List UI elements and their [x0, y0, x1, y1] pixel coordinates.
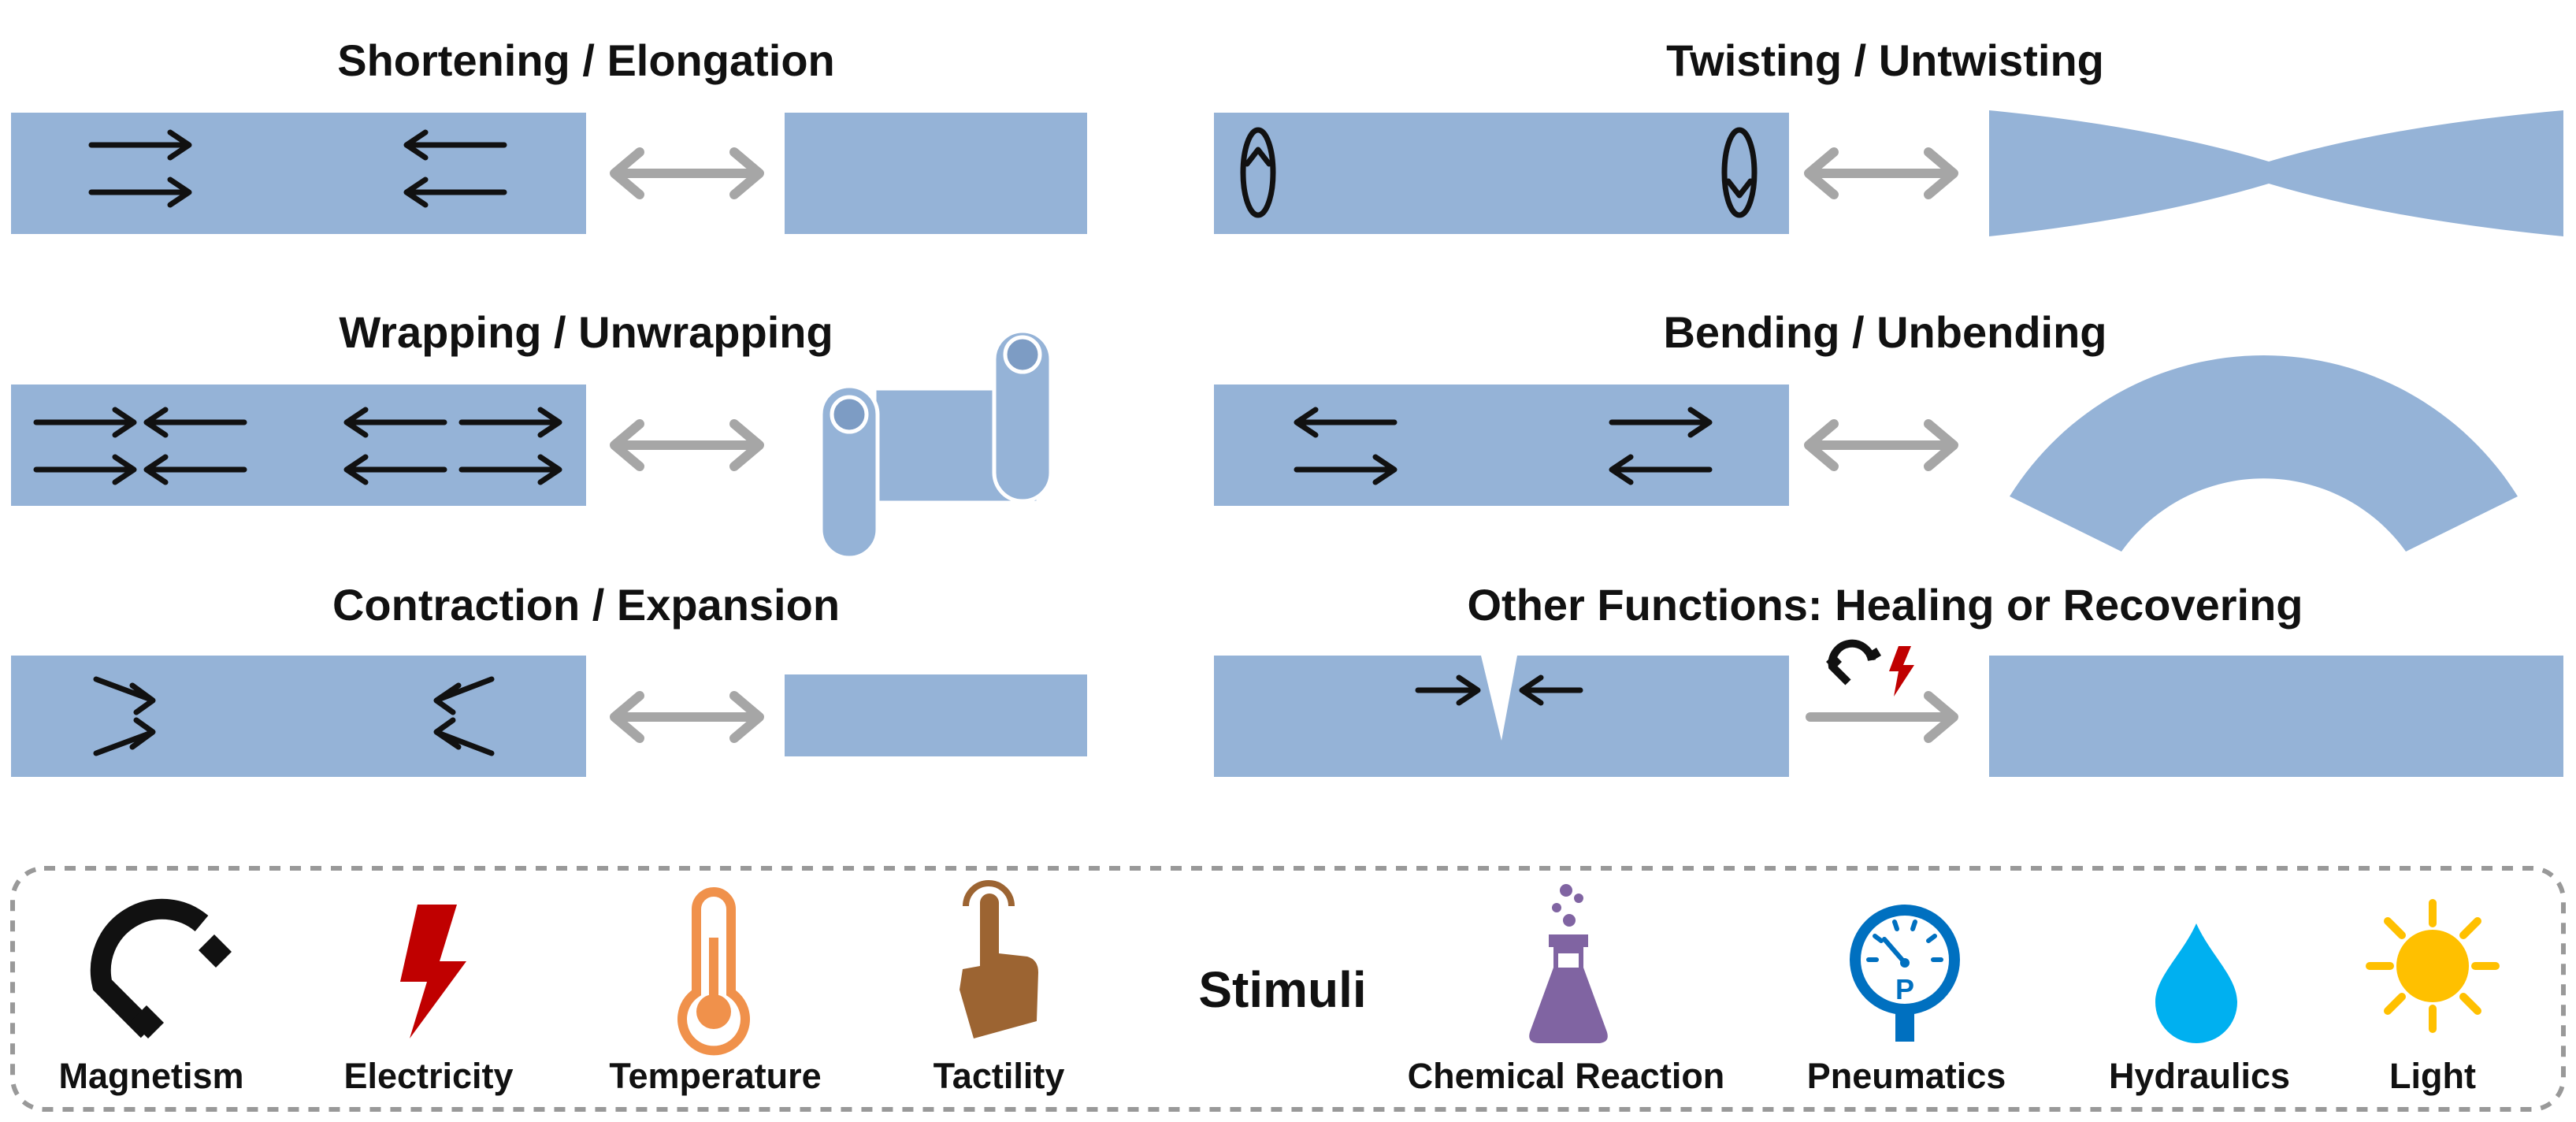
stimulus-hydraulics: Hydraulics	[2109, 923, 2290, 1096]
twisted-strip	[1989, 110, 2563, 236]
flask-icon	[1529, 884, 1608, 1043]
stimulus-label-pneumatics: Pneumatics	[1807, 1056, 2006, 1096]
strip-long	[11, 113, 586, 234]
force-arrows	[1294, 407, 1713, 485]
strip-expanded	[11, 656, 586, 777]
legend-border	[10, 866, 2566, 1112]
panel-title-twisting: Twisting / Untwisting	[1666, 35, 2104, 85]
svg-text:P: P	[1895, 973, 1914, 1005]
stimulus-tactility: Tactility	[934, 880, 1065, 1096]
stimulus-label-light: Light	[2389, 1056, 2476, 1096]
stimulus-light: Light	[2366, 899, 2500, 1096]
panel-title-other: Other Functions: Healing or Recovering	[1467, 580, 2303, 630]
force-arrows	[1415, 674, 1583, 706]
force-arrows	[33, 407, 562, 485]
panel-title-contraction: Contraction / Expansion	[332, 580, 840, 630]
magnet-icon	[1826, 639, 1881, 685]
lightning-icon	[1889, 646, 1914, 697]
stimulus-label-magnetism: Magnetism	[58, 1056, 243, 1096]
force-arrows	[93, 676, 495, 756]
panel-contraction: Contraction / Expansion	[11, 580, 1087, 777]
force-arrows	[88, 129, 507, 208]
right-arrow-icon	[1806, 691, 1958, 743]
panel-wrapping: Wrapping / Unwrapping	[11, 307, 1053, 560]
stimulus-label-chemical: Chemical Reaction	[1408, 1056, 1725, 1096]
touch-finger-icon	[960, 880, 1038, 1038]
stimulus-temperature: Temperature	[609, 887, 822, 1096]
stimulus-label-temperature: Temperature	[609, 1056, 821, 1096]
strip-healed	[1989, 656, 2563, 777]
rotation-arrows	[1240, 127, 1758, 218]
double-arrow-icon	[610, 147, 764, 199]
double-arrow-icon	[1804, 147, 1958, 199]
panel-other: Other Functions: Healing or Recovering	[1214, 580, 2563, 777]
strip-untwisted	[1214, 113, 1789, 234]
panel-title-shortening: Shortening / Elongation	[337, 35, 835, 85]
strip-straight	[1214, 385, 1789, 506]
magnet-icon	[90, 898, 232, 1038]
panel-twisting: Twisting / Untwisting	[1214, 35, 2563, 236]
strip-flat	[11, 385, 586, 506]
double-arrow-icon	[610, 691, 764, 743]
double-arrow-icon	[1804, 419, 1958, 471]
stimulus-label-hydraulics: Hydraulics	[2109, 1056, 2290, 1096]
panel-title-wrapping: Wrapping / Unwrapping	[339, 307, 833, 357]
sun-icon	[2366, 899, 2500, 1033]
stimulus-electricity: Electricity	[343, 905, 514, 1096]
pressure-gauge-icon: P	[1850, 905, 1960, 1042]
double-arrow-icon	[610, 419, 764, 471]
panel-title-bending: Bending / Unbending	[1663, 307, 2106, 357]
stimuli-legend: Stimuli Magnetism Electricity Temperatur…	[10, 866, 2566, 1112]
bent-strip	[2010, 355, 2518, 552]
strip-contracted	[785, 674, 1087, 756]
panel-bending: Bending / Unbending	[1214, 307, 2518, 552]
lightning-icon	[400, 905, 466, 1038]
stimulus-chemical: Chemical Reaction	[1408, 884, 1725, 1096]
strip-with-crack	[1214, 656, 1789, 777]
stimulus-label-electricity: Electricity	[343, 1056, 513, 1096]
scroll-icon	[818, 329, 1053, 560]
stimuli-heading: Stimuli	[1198, 961, 1366, 1018]
thermometer-icon	[677, 887, 750, 1056]
water-drop-icon	[2155, 923, 2237, 1043]
stimulus-label-tactility: Tactility	[934, 1056, 1065, 1096]
strip-short	[785, 113, 1087, 234]
stimulus-magnetism: Magnetism	[58, 898, 244, 1096]
stimulus-pneumatics: P Pneumatics	[1807, 905, 2006, 1096]
panel-shortening: Shortening / Elongation	[11, 35, 1087, 234]
